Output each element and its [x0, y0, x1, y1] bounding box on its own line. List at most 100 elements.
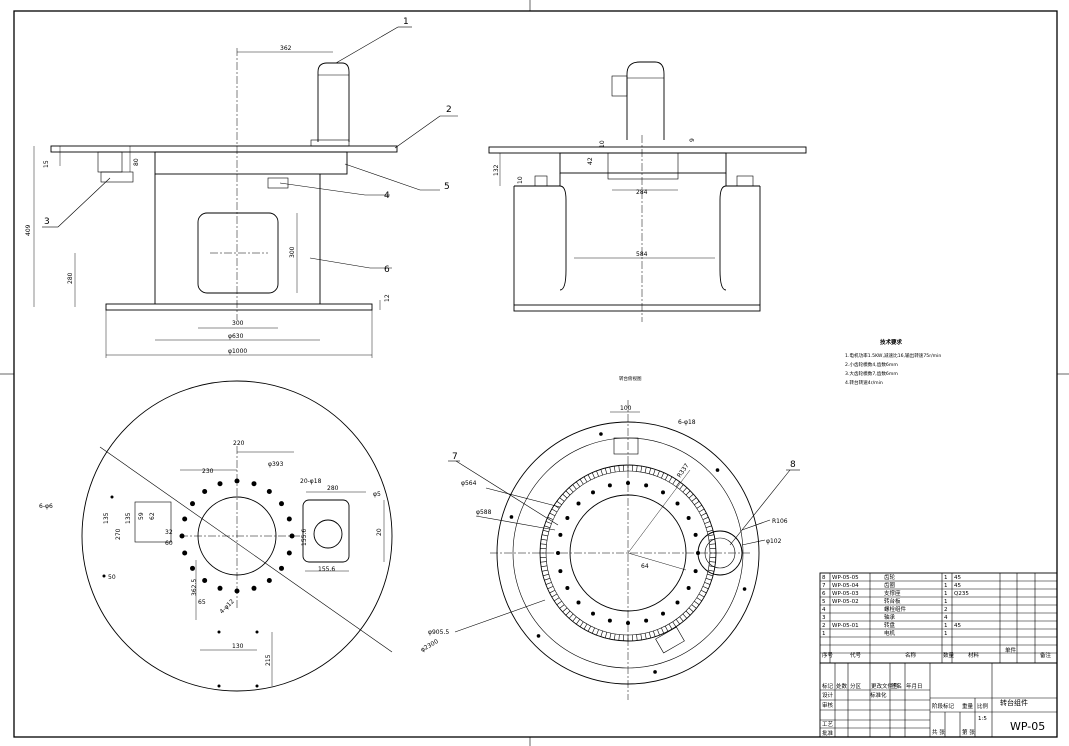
bom-hdr-mat: 材料	[968, 651, 980, 659]
bolt-hole	[217, 585, 223, 591]
bolt-hole	[217, 481, 223, 487]
gear-tooth	[679, 616, 684, 622]
fv-dim-362: 362	[280, 45, 292, 52]
front-view	[33, 48, 398, 358]
fv-dim-630: φ630	[228, 333, 244, 340]
gear-tooth	[544, 578, 551, 581]
gear-tooth	[707, 573, 714, 577]
bolt-hole	[251, 481, 257, 487]
gear-tooth	[551, 508, 558, 513]
bolt-hole	[190, 565, 196, 571]
gear-tooth	[704, 521, 711, 524]
lp-dim-6-6: 6-φ6	[39, 503, 53, 510]
bolt-hole	[693, 569, 698, 574]
mount-hole	[653, 670, 657, 674]
gear-tooth	[562, 493, 568, 499]
rp-dim-R106: R106	[772, 518, 788, 525]
gear-tooth	[688, 493, 694, 499]
gear-tooth	[556, 501, 562, 506]
bom-row-no: 3	[822, 615, 826, 621]
bom-row-qty: 1	[944, 575, 948, 581]
gear-tooth	[541, 565, 548, 568]
gear-tooth	[600, 630, 603, 637]
gear-tooth	[618, 465, 620, 472]
gear-tooth	[653, 469, 656, 476]
bom-table	[819, 572, 1058, 664]
gear-tooth	[544, 525, 551, 528]
gear-tooth	[559, 604, 565, 609]
gear-tooth	[694, 501, 700, 506]
tb-check: 审核	[822, 701, 834, 709]
bolt-hole	[251, 585, 257, 591]
gear-tooth	[549, 512, 556, 517]
lp-dim-270: 270	[115, 528, 122, 540]
bolt-hole	[565, 516, 570, 520]
sv-dim-284: 284	[636, 189, 648, 196]
gear-tooth	[668, 476, 673, 483]
rp-dim-102: φ102	[766, 538, 782, 545]
tb-cell-change: 更改文件号	[871, 682, 899, 690]
bolt-hole	[202, 489, 208, 495]
gear-tooth	[576, 619, 581, 625]
gear-tooth	[691, 497, 697, 502]
top-view-title: 转台俯视图	[619, 375, 642, 382]
gear-tooth	[613, 466, 616, 473]
lp-dim-60: 60	[165, 540, 173, 547]
bom-row-qty: 1	[944, 591, 948, 597]
gear-tooth	[591, 472, 595, 479]
gear-tooth	[709, 561, 716, 563]
gear-tooth	[568, 487, 574, 493]
bolt-hole	[278, 565, 284, 571]
balloon-2: 2	[446, 105, 452, 115]
gear-tooth	[705, 525, 712, 528]
bom-row-mat: 45	[954, 583, 961, 589]
lp-dim-65: 65	[198, 599, 206, 606]
bolt-hole	[686, 516, 691, 520]
left-plan-view	[81, 380, 393, 692]
tb-approve: 批准	[822, 729, 834, 737]
bolt-hole	[644, 618, 649, 623]
gear-tooth	[696, 504, 702, 509]
bolt-hole	[558, 532, 563, 537]
bom-row-qty: 1	[944, 583, 948, 589]
mount-hole	[599, 432, 603, 436]
tb-cell-sheets: 共 张	[932, 728, 945, 736]
lp-dim-220: 220	[233, 440, 245, 447]
gear-tooth	[672, 479, 677, 485]
gear-tooth	[549, 589, 556, 594]
rp-dim-588: φ588	[476, 509, 492, 516]
bom-row-qty: 2	[944, 607, 948, 613]
bom-row-mat: 45	[954, 575, 961, 581]
sv-dim-10a: 10	[599, 140, 606, 148]
gear-tooth	[576, 481, 581, 487]
tech-req-line-4: 4.转台转速4r/min	[845, 379, 883, 386]
gear-tooth	[568, 613, 574, 619]
gear-tooth	[591, 627, 595, 634]
gear-tooth	[707, 529, 714, 533]
gear-tooth	[708, 569, 715, 572]
gear-tooth	[596, 470, 599, 477]
lp-dim-135a: 135	[103, 512, 110, 524]
lp-dim-280: 280	[327, 485, 339, 492]
gear-tooth	[675, 619, 680, 625]
bom-row-code: WP-05-01	[832, 623, 859, 629]
tb-cell-zone: 分区	[850, 682, 862, 690]
gear-tooth	[664, 474, 669, 481]
gear-tooth	[640, 633, 643, 640]
fv-dim-300h: 300	[232, 320, 244, 327]
gear-tooth	[541, 569, 548, 572]
balloon-6: 6	[384, 265, 390, 275]
gear-tooth	[688, 607, 694, 613]
lp-dim-393: φ393	[268, 461, 284, 468]
gear-tooth	[700, 589, 707, 594]
bolt-hole	[644, 483, 649, 488]
gear-tooth	[682, 613, 688, 619]
tb-drawing-no: WP-05	[1010, 720, 1045, 733]
gear-tooth	[545, 521, 552, 524]
tb-cell-count: 处数	[836, 682, 848, 690]
tb-cell-date: 年月日	[906, 682, 923, 690]
bom-row-no: 8	[822, 575, 826, 581]
gear-tooth	[559, 497, 565, 502]
gear-tooth	[542, 529, 549, 533]
